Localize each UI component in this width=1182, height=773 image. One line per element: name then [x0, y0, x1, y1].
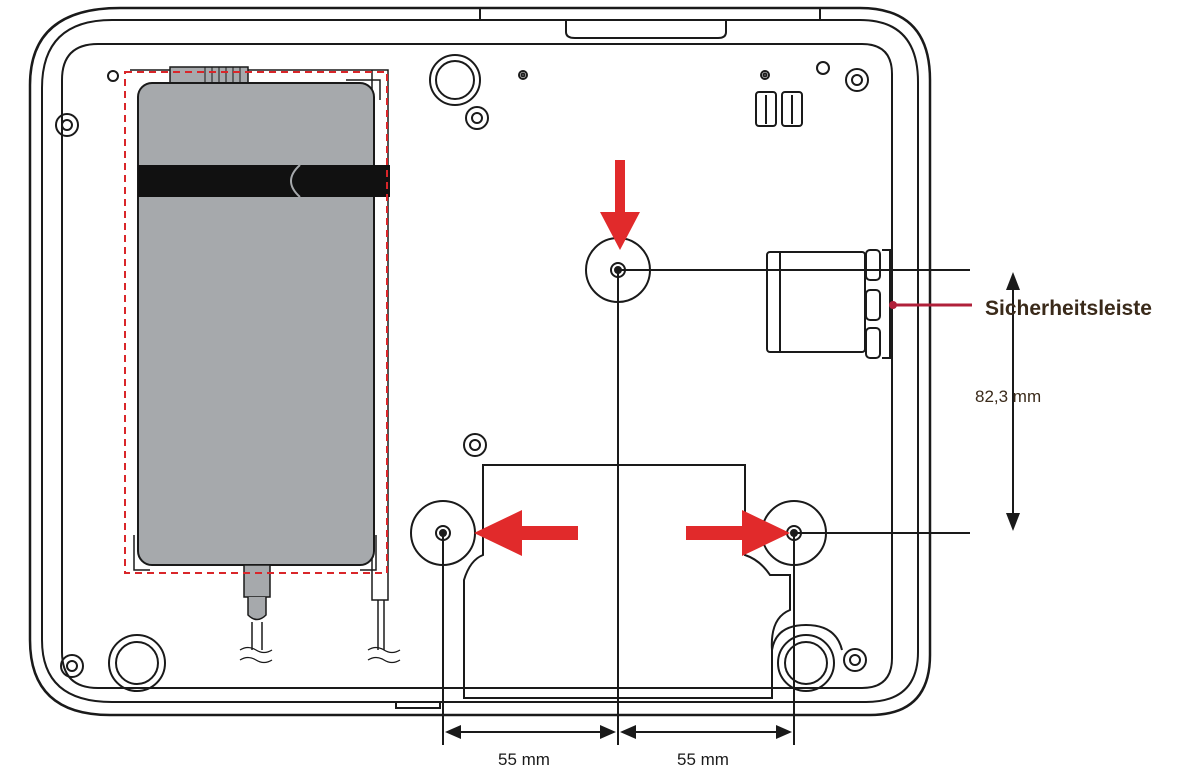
adapter-strap	[138, 165, 390, 197]
power-adapter	[124, 66, 401, 664]
security-bar-label: Sicherheitsleiste	[985, 297, 1152, 320]
dim-left-arrow-start	[445, 725, 461, 739]
panel-recess	[463, 464, 791, 699]
security-slot-a	[865, 249, 881, 281]
dim-vertical-arrow-bottom	[1006, 513, 1020, 531]
callout-dot	[889, 301, 897, 309]
adapter-strap-buckle	[290, 164, 301, 198]
screw-top-a	[465, 106, 489, 130]
vertical-spacing-label: 82,3 mm	[975, 387, 1041, 406]
dim-right-arrow-start	[620, 725, 636, 739]
top-tab	[565, 20, 727, 39]
foot-top	[429, 54, 481, 106]
foot-bottom-right-arc	[771, 623, 843, 651]
dimension-lines	[442, 269, 1014, 745]
pointer-arrows	[474, 160, 790, 556]
adapter-body	[137, 82, 375, 566]
cable-break-right	[367, 646, 401, 664]
foot-bottom-right	[777, 634, 835, 692]
spacing-right-label: 55 mm	[677, 750, 729, 769]
arrow-down-icon	[600, 160, 640, 250]
adapter-plug-ridges	[204, 67, 241, 85]
projector-body	[28, 6, 932, 717]
dim-left-arrow-end	[600, 725, 616, 739]
foot-bottom-right-inner	[784, 641, 828, 685]
security-bar-housing	[766, 251, 866, 353]
screw-corner-bl	[60, 654, 84, 678]
security-slot-c	[865, 327, 881, 359]
spacing-left-label: 55 mm	[498, 750, 550, 769]
hole-top-c	[816, 61, 830, 75]
screw-mid	[463, 433, 487, 457]
screw-corner-bl-core	[66, 660, 78, 672]
security-slot-b	[865, 289, 881, 321]
hole-top-a	[518, 70, 528, 80]
cable-break-left	[239, 646, 273, 664]
hole-top-a-core	[520, 72, 526, 78]
vent-a	[755, 91, 777, 127]
vent-dividers	[765, 95, 793, 124]
adapter-cable-boot	[247, 597, 267, 621]
adapter-clips	[133, 79, 381, 571]
hole-top-b	[760, 70, 770, 80]
screw-corner-tr-core	[851, 74, 863, 86]
hole-tl	[107, 70, 119, 82]
screw-corner-tl-core	[61, 119, 73, 131]
adapter-cable	[251, 622, 263, 650]
body-outline-outer	[28, 6, 932, 717]
arrow-right-icon	[686, 510, 790, 556]
arrow-left-icon	[474, 510, 578, 556]
dimension-arrowheads	[445, 272, 1020, 739]
bottom-tab	[395, 702, 441, 709]
screw-mid-core	[469, 439, 481, 451]
dim-right-arrow-end	[776, 725, 792, 739]
screw-corner-br-core	[849, 654, 861, 666]
body-outline-recess	[61, 43, 893, 689]
foot-top-inner	[435, 60, 475, 100]
screw-corner-br	[843, 648, 867, 672]
security-bar-edge	[882, 249, 891, 359]
foot-bottom-left-inner	[115, 641, 159, 685]
screw-corner-tr	[845, 68, 869, 92]
dim-vertical-arrow-top	[1006, 272, 1020, 290]
adapter-cable-neck	[243, 564, 271, 598]
body-outline-inner	[41, 19, 919, 703]
security-bar-callout	[889, 301, 972, 309]
top-seams	[479, 8, 821, 20]
screw-top-a-core	[471, 112, 483, 124]
foot-bottom-left	[108, 634, 166, 692]
vent-b	[781, 91, 803, 127]
hole-top-b-core	[762, 72, 768, 78]
adapter-highlight-box	[124, 71, 388, 574]
screw-corner-tl	[55, 113, 79, 137]
